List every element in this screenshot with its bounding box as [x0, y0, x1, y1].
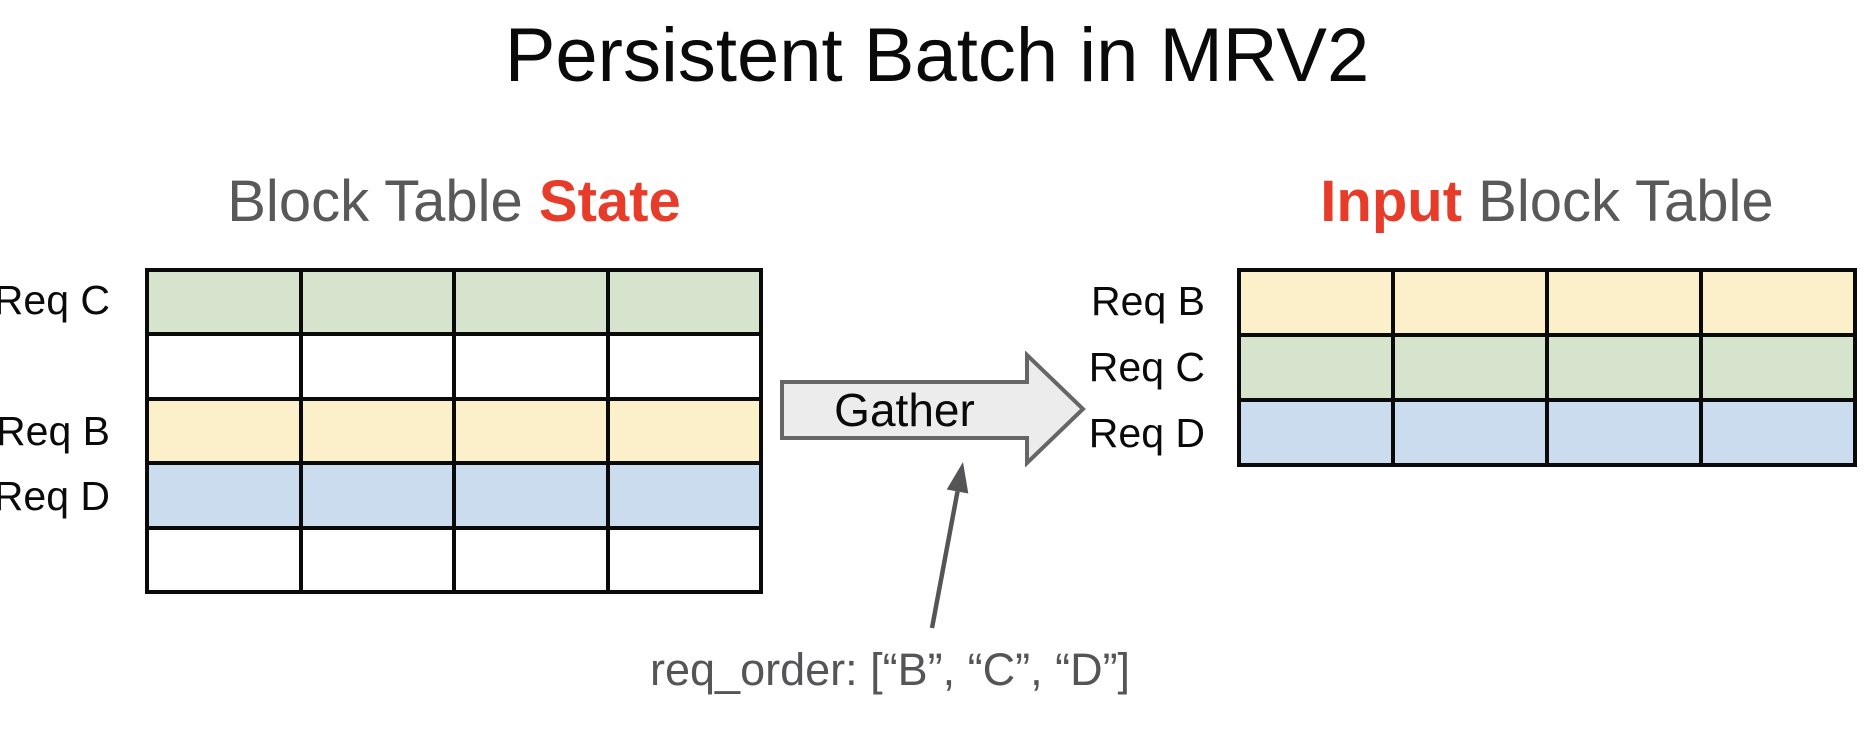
block-cell-empty [456, 529, 606, 590]
left-title-highlight: State [538, 169, 681, 234]
row-label-req-d: Req D [1088, 410, 1205, 457]
block-cell-req-c [302, 272, 452, 333]
block-cell-req-b [1395, 272, 1545, 333]
row-label-empty [0, 529, 110, 594]
block-cell-req-d [149, 465, 299, 526]
block-cell-req-b [149, 400, 299, 462]
row-label-req-d: Req D [0, 472, 110, 519]
block-cell-req-b [1241, 272, 1391, 333]
block-cell-req-b [456, 400, 606, 462]
block-cell-empty [149, 336, 299, 397]
block-cell-req-c [456, 272, 606, 333]
block-cell-req-b [1703, 272, 1853, 333]
block-cell-empty [609, 529, 759, 590]
right-title-suffix: Block Table [1462, 169, 1774, 234]
block-cell-req-c [609, 272, 759, 333]
left-row-labels: Req C Req B Req D [0, 268, 110, 594]
block-cell-req-d [609, 465, 759, 526]
block-cell-empty [456, 336, 606, 397]
block-cell-req-c [149, 272, 299, 333]
right-title-highlight: Input [1320, 169, 1463, 234]
block-cell-req-c [1549, 337, 1699, 398]
row-label-req-b: Req B [0, 407, 110, 454]
block-cell-req-c [1395, 337, 1545, 398]
right-row-labels: Req B Req C Req D [1080, 268, 1205, 467]
state-block-table [145, 268, 763, 594]
row-label-req-c: Req C [0, 277, 110, 324]
gather-arrow-label: Gather [834, 384, 975, 436]
block-cell-req-d [1549, 402, 1699, 463]
block-cell-empty [149, 529, 299, 590]
row-label-req-c: Req C [1088, 343, 1205, 390]
right-table-title: Input Block Table [1237, 170, 1857, 234]
block-cell-req-d [1241, 402, 1391, 463]
block-cell-empty [609, 336, 759, 397]
gather-arrow-shape [780, 351, 1086, 467]
page-title: Persistent Batch in MRV2 [504, 13, 1370, 98]
block-cell-req-c [1703, 337, 1853, 398]
block-cell-empty [302, 336, 452, 397]
block-cell-req-b [302, 400, 452, 462]
block-cell-empty [302, 529, 452, 590]
input-block-table [1237, 268, 1857, 467]
left-table-title: Block Table State [145, 170, 763, 234]
block-cell-req-b [609, 400, 759, 462]
row-label-req-b: Req B [1091, 277, 1205, 324]
req-order-annotation: req_order: [“B”, “C”, “D”] [650, 644, 1131, 695]
row-label-empty [0, 333, 110, 398]
block-cell-req-c [1241, 337, 1391, 398]
block-cell-req-d [1703, 402, 1853, 463]
block-cell-req-d [1395, 402, 1545, 463]
block-cell-req-b [1549, 272, 1699, 333]
left-title-prefix: Block Table [227, 169, 539, 234]
block-cell-req-d [302, 465, 452, 526]
block-cell-req-d [456, 465, 606, 526]
req-order-pointer-arrow [929, 462, 969, 629]
